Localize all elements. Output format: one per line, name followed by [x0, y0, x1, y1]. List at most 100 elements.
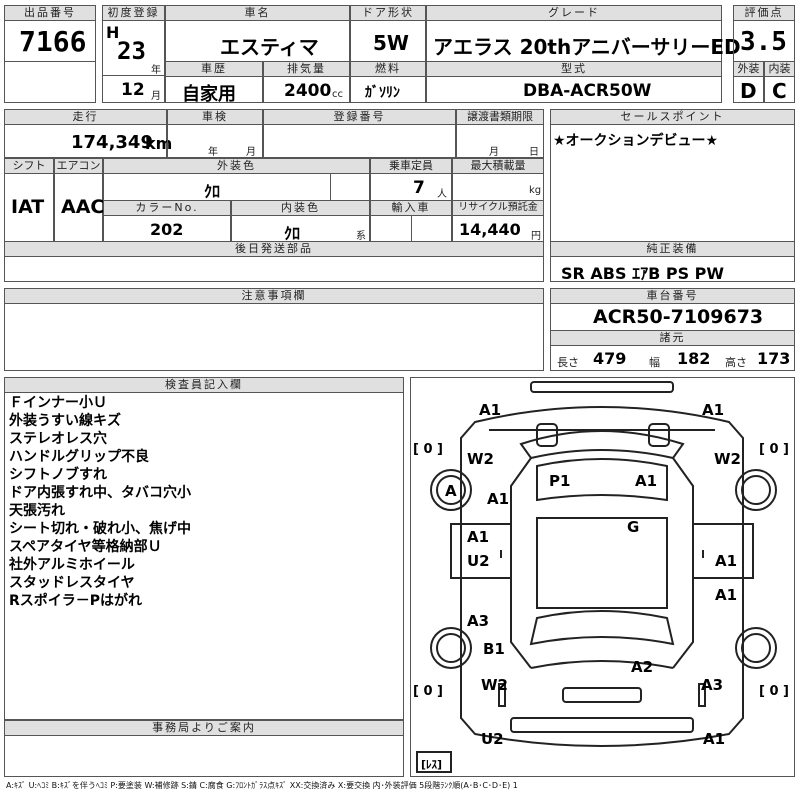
door-cell: 5W — [350, 20, 426, 62]
displacement-unit: cc — [332, 89, 343, 100]
caution-cell — [4, 303, 544, 371]
displacement-label: 排気量 — [263, 61, 350, 77]
equipment-cell: SR ABS ｴｱB PS PW — [550, 256, 795, 283]
first-reg-year: 23 — [117, 37, 146, 65]
damage-mark: A1 — [487, 490, 510, 508]
equipment: SR ABS ｴｱB PS PW — [561, 264, 725, 283]
inspection-year-unit: 年 — [208, 147, 218, 158]
office-cell — [4, 735, 404, 777]
damage-mark: U2 — [467, 552, 490, 570]
fuel-label: 燃料 — [350, 61, 426, 77]
note-line: 外装うすい線キズ — [9, 413, 121, 429]
note-line: シフトノブすれ — [9, 467, 107, 483]
displacement-cell: 2400 cc — [263, 76, 350, 103]
aircon: AAC — [61, 196, 105, 218]
mileage-cell: 174,349 km — [4, 124, 172, 158]
lot-cell: 7166 — [4, 20, 96, 62]
damage-mark: A1 — [702, 401, 725, 419]
score: 3.5 — [740, 27, 787, 57]
note-line: ステレオレス穴 — [9, 431, 107, 447]
damage-mark: G — [627, 518, 640, 536]
lot-blank — [4, 61, 96, 103]
model-label: 型式 — [426, 61, 722, 77]
aircon-cell: AAC — [54, 173, 105, 242]
shift: IAT — [11, 196, 45, 218]
max-load-unit: kg — [529, 185, 542, 196]
exterior-grade-label: 外装 — [733, 61, 764, 77]
length: 479 — [593, 349, 627, 368]
transfer-deadline-cell: 月 日 — [456, 124, 544, 158]
aircon-label: エアコン — [54, 158, 103, 174]
inspection-label: 車検 — [167, 109, 263, 125]
damage-mark: W2 — [714, 450, 741, 468]
damage-mark: U2 — [481, 730, 504, 748]
transfer-deadline-label: 譲渡書類期限 — [456, 109, 544, 125]
color-no: 202 — [150, 220, 184, 239]
sales-point: ★オークションデビュー★ — [553, 133, 719, 149]
car-name-label: 車名 — [165, 5, 350, 21]
fuel-cell: ｶﾞｿﾘﾝ — [350, 76, 426, 103]
grade: アエラス 20thアニバーサリーED — [433, 35, 741, 59]
tire-depth-fl: [ 0 ] — [413, 442, 443, 457]
length-label: 長さ — [557, 356, 579, 369]
history: 自家用 — [182, 84, 236, 105]
inspection-cell: 年 月 — [167, 124, 263, 158]
damage-mark: A3 — [701, 676, 724, 694]
mileage-label: 走行 — [4, 109, 167, 125]
history-label: 車歴 — [165, 61, 263, 77]
damage-mark: P1 — [549, 472, 571, 490]
score-cell: 3.5 — [733, 20, 795, 62]
score-label: 評価点 — [733, 5, 795, 21]
ext-color-label: 外装色 — [103, 158, 370, 174]
later-parts-label: 後日発送部品 — [4, 241, 544, 257]
displacement: 2400 — [284, 81, 332, 101]
first-reg-month-cell: 12 月 — [102, 75, 165, 103]
lot-label: 出品番号 — [4, 5, 96, 21]
door-type: 5W — [373, 31, 409, 55]
int-color: ｸﾛ — [284, 224, 301, 243]
lot-number: 7166 — [19, 25, 87, 58]
grade-label: グレード — [426, 5, 722, 21]
inspector-label: 検査員記入欄 — [4, 377, 404, 393]
sales-point-cell: ★オークションデビュー★ — [550, 124, 795, 242]
spare-tire: [ﾚｽ] — [421, 758, 443, 771]
note-line: スタッドレスタイヤ — [9, 575, 135, 591]
capacity: 7 — [413, 178, 425, 198]
width: 182 — [677, 349, 711, 368]
transfer-month-unit: 月 — [489, 147, 499, 158]
width-label: 幅 — [649, 356, 660, 369]
reg-number-label: 登録番号 — [263, 109, 456, 125]
color-no-cell: 202 — [103, 215, 231, 242]
chassis-label: 車台番号 — [550, 288, 795, 304]
first-reg-month-unit: 月 — [151, 91, 161, 102]
mileage-unit: km — [145, 134, 173, 153]
note-line: ドア内張すれ中、タバコ穴小 — [9, 485, 191, 501]
import-divider — [411, 216, 412, 241]
recycle-unit: 円 — [531, 231, 541, 242]
legend: A:ｷｽﾞ U:ﾍｺﾐ B:ｷｽﾞを伴うﾍｺﾐ P:要塗装 W:補修跡 S:錆 … — [6, 781, 518, 790]
note-line: Ｆインナー小Ｕ — [9, 395, 107, 411]
int-color-unit: 系 — [356, 231, 366, 242]
inspector-notes: Ｆインナー小Ｕ 外装うすい線キズ ステレオレス穴 ハンドルグリップ不良 シフトノ… — [4, 392, 404, 720]
ext-color-cell: ｸﾛ — [103, 173, 370, 201]
height: 173 — [757, 349, 791, 368]
chassis-number: ACR50-7109673 — [593, 306, 764, 328]
model: DBA-ACR50W — [523, 81, 652, 101]
car-outline — [416, 381, 777, 773]
damage-mark: A1 — [715, 586, 738, 604]
caution-label: 注意事項欄 — [4, 288, 544, 304]
damage-mark: W2 — [481, 676, 508, 694]
ext-color: ｸﾛ — [204, 182, 221, 201]
door-label: ドア形状 — [350, 5, 426, 21]
import-cell — [370, 215, 452, 242]
first-reg-month: 12 — [121, 80, 145, 100]
max-load-label: 最大積載量 — [452, 158, 544, 174]
model-cell: DBA-ACR50W — [426, 76, 722, 103]
recycle-label: リサイクル預託金 — [452, 200, 544, 216]
tire-depth-fr: [ 0 ] — [759, 442, 789, 457]
note-line: スペアタイヤ等格納部Ｕ — [9, 539, 162, 555]
fuel: ｶﾞｿﾘﾝ — [365, 85, 400, 101]
shift-cell: IAT — [4, 173, 54, 242]
damage-mark: A2 — [631, 658, 654, 676]
damage-mark: A1 — [703, 730, 726, 748]
